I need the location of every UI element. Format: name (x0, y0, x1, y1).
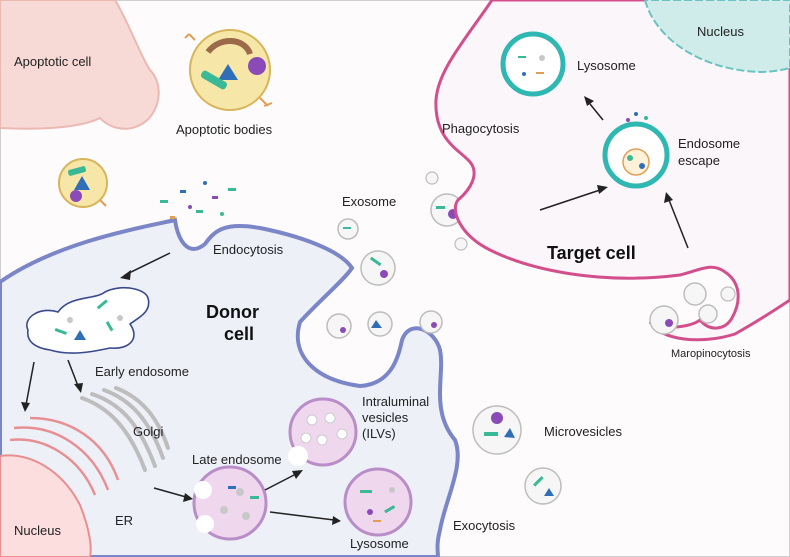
arrow-to-golgi (67, 359, 79, 387)
arrowhead (292, 470, 303, 479)
arrow-to-lysosome (269, 511, 335, 521)
target-nucleus-label: Nucleus (697, 24, 744, 39)
donor-cell-title-1: Donor (206, 302, 259, 322)
early-endosome (26, 286, 150, 354)
arrowhead (597, 185, 608, 194)
ilv-vesicle (288, 397, 358, 467)
exosome (430, 193, 464, 227)
arrow-to-lysosome-path (25, 361, 35, 406)
ilv-label-2: vesicles (362, 410, 409, 425)
late-endosome (192, 465, 268, 541)
arrowhead (21, 402, 30, 412)
apoptotic-cell (0, 0, 160, 130)
apoptotic-bodies-label: Apoptotic bodies (176, 122, 273, 137)
er-label: ER (115, 513, 133, 528)
target-lysosome-label: Lysosome (577, 58, 636, 73)
exosome-label: Exosome (342, 194, 396, 209)
endosome-escape (602, 112, 670, 189)
ilv-label-1: Intraluminal (362, 394, 429, 409)
arrowhead (74, 383, 83, 393)
exosome (367, 311, 393, 337)
macropinocytosis-vesicles (649, 282, 736, 335)
microvesicle (472, 405, 522, 455)
early-endosome-cargo (54, 299, 123, 340)
target-cell-title: Target cell (547, 243, 636, 263)
arrow-endocytosis-to-early-endosome (124, 252, 171, 276)
donor-nucleus (0, 454, 92, 557)
apoptotic-body-large (184, 29, 273, 111)
arrow-to-late-endosome (153, 487, 187, 498)
apoptotic-body-small (58, 158, 108, 208)
donor-lysosome-label: Lysosome (350, 536, 409, 551)
arrow-phagocytosis-to-escape (539, 189, 601, 211)
arrowhead (584, 96, 594, 106)
arrow-escape-to-lysosome (589, 103, 604, 121)
arrowhead (332, 516, 341, 525)
donor-lysosome (343, 467, 413, 537)
golgi-apparatus (80, 386, 170, 472)
golgi-label: Golgi (133, 424, 163, 439)
exosome (337, 218, 359, 240)
late-endosome-label: Late endosome (192, 452, 282, 467)
phagocytosis-label: Phagocytosis (442, 121, 520, 136)
endocytosis-label: Endocytosis (213, 242, 284, 257)
arrowhead (120, 270, 131, 280)
endosome-escape-label-2: escape (678, 153, 720, 168)
arrowhead (664, 192, 673, 203)
target-nucleus (643, 0, 790, 74)
endosome-escape-label-1: Endosome (678, 136, 740, 151)
endocytosis-cargo (160, 181, 236, 219)
arrow-macropinocytosis-to-escape (668, 199, 689, 249)
ilv-label-3: (ILVs) (362, 426, 396, 441)
macropinocytosis-label: Maropinocytosis (671, 348, 751, 360)
microvesicle (524, 467, 562, 505)
endoplasmic-reticulum (9, 416, 120, 496)
exosome (360, 250, 396, 286)
arrow-to-ilvs (264, 473, 297, 491)
arrowhead (183, 493, 193, 502)
exocytosis-label: Exocytosis (453, 518, 516, 533)
exosome (419, 310, 443, 334)
apoptotic-cell-label: Apoptotic cell (14, 54, 91, 69)
target-lysosome (500, 31, 566, 97)
exosome (326, 313, 352, 339)
donor-cell-title-2: cell (224, 324, 254, 344)
donor-nucleus-label: Nucleus (14, 523, 61, 538)
early-endosome-label: Early endosome (95, 364, 189, 379)
microvesicles-label: Microvesicles (544, 424, 623, 439)
